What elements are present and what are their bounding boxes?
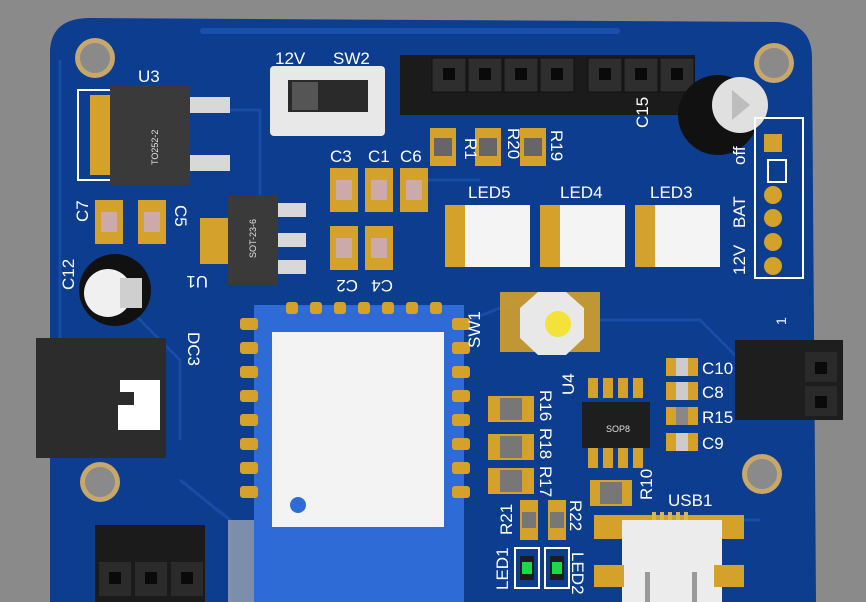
label-c4: C4 xyxy=(371,276,393,295)
label-c7: C7 xyxy=(73,200,92,222)
u1-ic: SOT-23-6 xyxy=(200,195,306,285)
pin-header-top xyxy=(400,55,695,115)
label-led4: LED4 xyxy=(560,183,603,202)
label-u1: U1 xyxy=(186,272,208,291)
caps-c2-c4 xyxy=(330,226,393,270)
sw2-slide-switch[interactable] xyxy=(270,66,385,136)
battery-connector xyxy=(754,117,804,279)
label-c2: C2 xyxy=(336,276,358,295)
package-marking: SOT-23-6 xyxy=(248,219,258,258)
passives-right xyxy=(666,358,698,451)
u3-regulator: TO252-2 xyxy=(77,85,230,185)
label-off: off xyxy=(730,146,749,165)
label-r18: R18 xyxy=(536,428,555,459)
label-sw2: SW2 xyxy=(333,49,370,68)
label-c3: C3 xyxy=(330,147,352,166)
resistors-r16-r18-r17 xyxy=(488,396,534,494)
label-r17: R17 xyxy=(536,466,555,497)
sw1-push-button[interactable] xyxy=(500,292,600,355)
label-led3: LED3 xyxy=(650,183,693,202)
label-pin-one: 1 xyxy=(773,317,789,325)
c12-capacitor xyxy=(79,254,151,326)
package-marking: TO252-2 xyxy=(150,130,160,165)
pin-header-bottom-left xyxy=(95,525,205,602)
label-sw1: SW1 xyxy=(465,311,484,348)
label-12v: 12V xyxy=(730,244,749,275)
label-r10: R10 xyxy=(637,469,656,500)
label-bat: BAT xyxy=(730,196,749,228)
label-c1: C1 xyxy=(368,147,390,166)
caps-c3-c1-c6 xyxy=(330,168,428,212)
label-c10: C10 xyxy=(702,359,733,378)
label-u4: U4 xyxy=(559,373,578,395)
label-c5: C5 xyxy=(171,205,190,227)
status-leds xyxy=(514,547,570,589)
label-r21: R21 xyxy=(497,504,516,535)
via-row xyxy=(200,28,620,34)
label-dc3: DC3 xyxy=(184,332,203,366)
label-c15: C15 xyxy=(633,97,652,128)
label-c8: C8 xyxy=(702,383,724,402)
board-cutout xyxy=(228,520,254,602)
label-c9: C9 xyxy=(702,434,724,453)
label-r22: R22 xyxy=(566,500,585,531)
label-sw2-12v: 12V xyxy=(275,49,306,68)
resistor-r10 xyxy=(590,480,632,506)
label-r19: R19 xyxy=(547,130,566,161)
leds-top xyxy=(445,205,720,267)
label-led5: LED5 xyxy=(468,183,511,202)
label-r20: R20 xyxy=(504,128,523,159)
mounting-hole-icon xyxy=(75,38,794,502)
wifi-module xyxy=(240,302,470,602)
pin-header-right xyxy=(735,340,843,420)
label-led1: LED1 xyxy=(493,547,512,590)
usb1-connector[interactable] xyxy=(594,512,744,602)
resistors-r21-r22 xyxy=(520,500,566,540)
package-marking: SOP8 xyxy=(606,424,630,434)
label-r16: R16 xyxy=(536,390,555,421)
label-usb1: USB1 xyxy=(668,491,712,510)
label-r15: R15 xyxy=(702,408,733,427)
label-led2: LED2 xyxy=(568,552,587,595)
resistors-top xyxy=(430,128,546,166)
label-u3: U3 xyxy=(138,67,160,86)
dc3-power-jack[interactable] xyxy=(36,338,166,458)
u4-sop8: SOP8 xyxy=(582,378,650,468)
label-c12: C12 xyxy=(59,259,78,290)
caps-c7-c5 xyxy=(95,200,166,244)
label-r1: R1 xyxy=(461,138,480,160)
label-c6: C6 xyxy=(400,147,422,166)
